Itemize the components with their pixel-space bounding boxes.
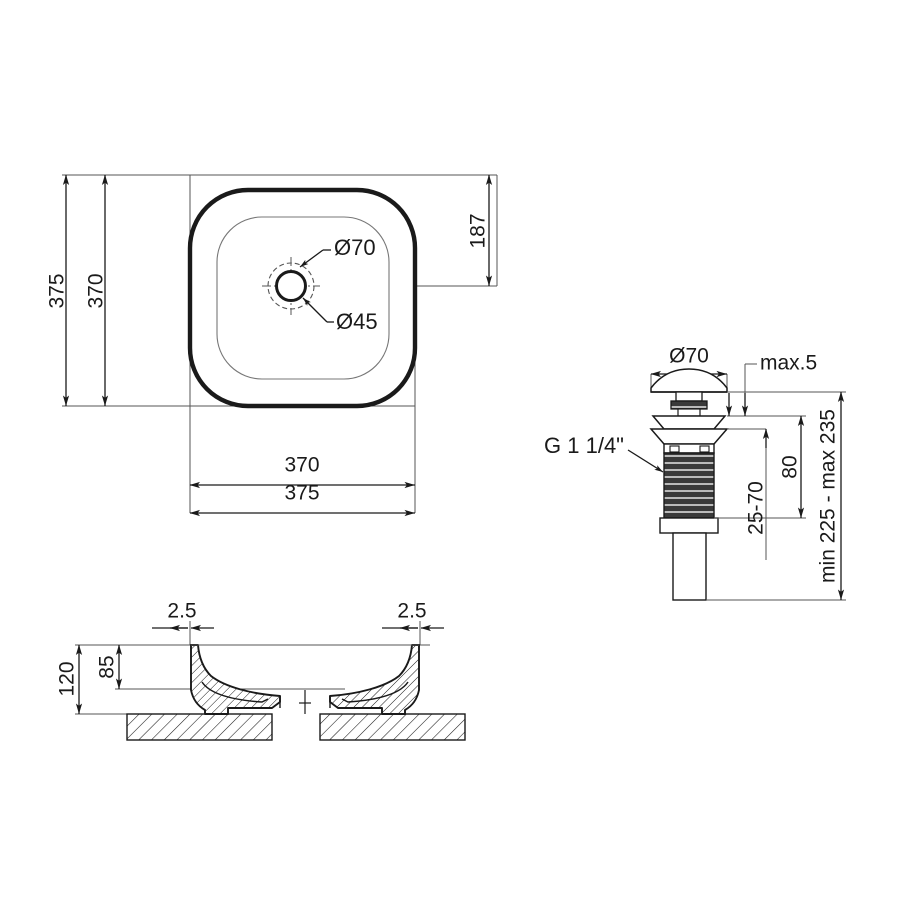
- dim-label-375-vertical: 375: [46, 273, 69, 308]
- valve-upper-flange: [651, 415, 727, 430]
- dim-label-valve-dia70: Ø70: [669, 345, 709, 368]
- basin-section-right: [329, 644, 420, 715]
- dim-label-85: 85: [96, 655, 119, 678]
- dim-label-valve-range: min 225 - max 235: [817, 409, 840, 583]
- basin-outer-outline: [187, 187, 418, 409]
- dim-label-120: 120: [56, 661, 79, 696]
- countertop-slab-left: [126, 713, 273, 741]
- dimension-valve-max5: max.5: [725, 352, 817, 416]
- section-drain-centre-mark: [299, 690, 311, 714]
- callout-label-dia70: Ø70: [334, 235, 376, 260]
- drain-recess-circle-70: [267, 262, 315, 310]
- dimension-top-370-vertical: 370: [85, 174, 109, 406]
- valve-shank-collar: [659, 517, 719, 534]
- basin-inner-bowl-outline: [216, 216, 390, 380]
- valve-assembly-group: Ø70: [544, 345, 846, 601]
- valve-stem-thread: [670, 400, 708, 410]
- dimension-valve-80: 80: [779, 415, 805, 518]
- dimension-top-187: 187: [467, 174, 493, 286]
- basin-section-left: [190, 644, 281, 715]
- dimension-valve-range: min 225 - max 235: [817, 391, 845, 600]
- callout-thread-leader: [627, 449, 664, 473]
- dimension-top-375-vertical: 375: [46, 174, 70, 406]
- callout-dia45-leader: [302, 297, 334, 323]
- callout-dia70-leader: [299, 249, 331, 268]
- valve-extension-lines: [706, 391, 846, 601]
- dim-label-370-horizontal: 370: [284, 454, 319, 477]
- dimension-top-375-horizontal: 375: [189, 482, 415, 517]
- valve-outlet-tube: [672, 532, 707, 601]
- dimension-section-120: 120: [56, 644, 83, 714]
- dim-label-187: 187: [467, 213, 490, 248]
- countertop-slab-right: [319, 713, 466, 741]
- dim-label-25-left: 2.5: [167, 600, 196, 623]
- dimension-section-25-left: 2.5: [152, 600, 214, 645]
- dimension-top-370-horizontal: 370: [189, 454, 415, 489]
- callout-label-thread: G 1 1/4": [544, 433, 624, 458]
- section-view-group: 120 85 2.5 2.5: [56, 600, 466, 741]
- dimension-section-85: 85: [96, 644, 123, 689]
- callout-label-dia45: Ø45: [336, 309, 378, 334]
- valve-threaded-shank: [663, 452, 715, 519]
- valve-flange-slots: [669, 445, 710, 453]
- basin-section-rib-details: [201, 681, 409, 703]
- dim-label-375-horizontal: 375: [284, 482, 319, 505]
- dim-label-max5: max.5: [760, 352, 817, 375]
- valve-cap-stem: [675, 391, 703, 402]
- valve-lower-flange: [649, 428, 729, 445]
- drain-hole-circle-45: [275, 270, 307, 302]
- dim-label-370-vertical: 370: [85, 273, 108, 308]
- dimension-valve-25-70: 25-70: [745, 428, 770, 535]
- dim-label-25-right: 2.5: [397, 600, 426, 623]
- dimension-section-25-right: 2.5: [382, 600, 444, 645]
- dim-label-25-70: 25-70: [745, 481, 768, 535]
- top-view-group: 375 370 187: [46, 174, 498, 517]
- valve-cap-dome: [650, 368, 728, 393]
- section-drain-gap-lines: [279, 696, 331, 708]
- valve-stem-collar: [677, 408, 701, 417]
- dim-label-80: 80: [779, 455, 802, 478]
